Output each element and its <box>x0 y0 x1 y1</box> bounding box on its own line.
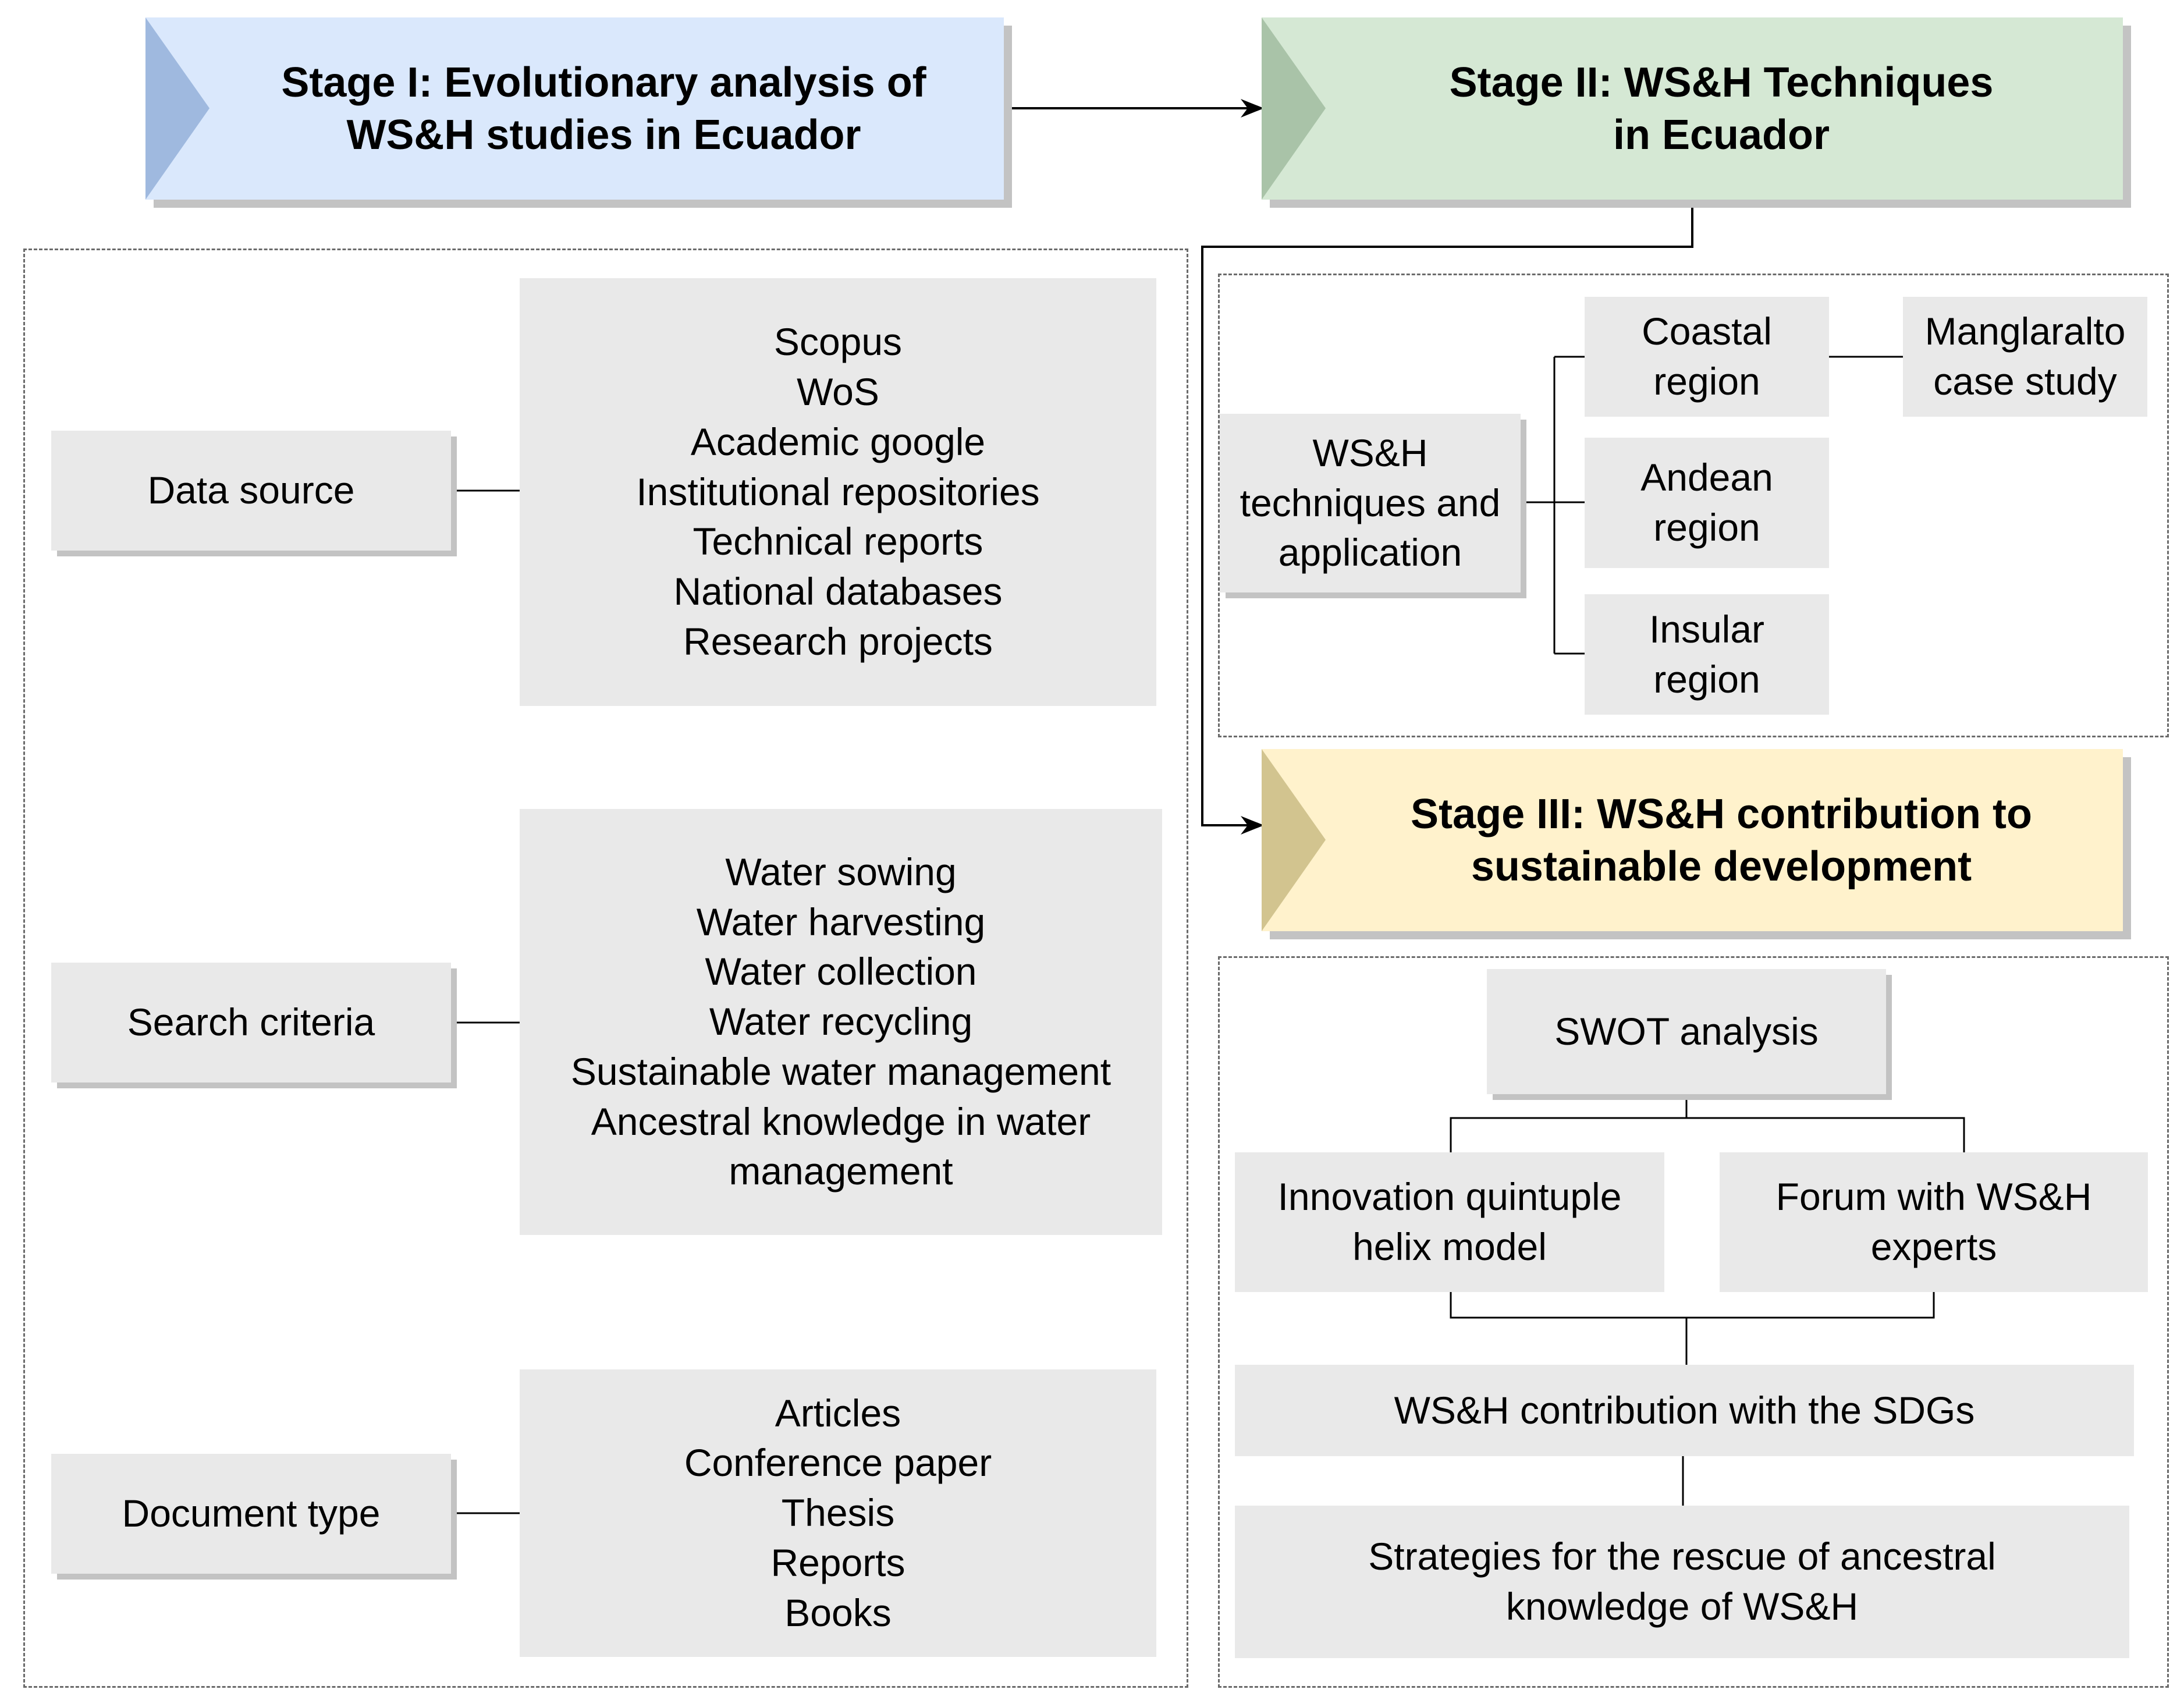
chevron-icon <box>1262 17 1326 200</box>
connector-swot-split <box>1450 1094 1688 1152</box>
document-type-label: Document type <box>51 1454 451 1574</box>
swot-analysis-box: SWOT analysis <box>1487 969 1886 1094</box>
stage3-title: Stage III: WS&H contribution to sustaina… <box>1411 790 2032 890</box>
stage3-panel <box>1218 956 2169 1688</box>
techniques-box: WS&H techniques and application <box>1220 414 1521 592</box>
arrow-stage2-to-stage3 <box>1201 202 1693 835</box>
data-source-items: Scopus WoS Academic google Institutional… <box>636 320 1040 663</box>
data-source-list: Scopus WoS Academic google Institutional… <box>520 278 1156 706</box>
connector-merge <box>1450 1292 1935 1319</box>
stage1-title: Stage I: Evolutionary analysis of WS&H s… <box>281 59 926 158</box>
data-source-label: Data source <box>51 431 451 551</box>
strategies-box: Strategies for the rescue of ancestral k… <box>1235 1506 2129 1658</box>
stage1-header: Stage I: Evolutionary analysis of WS&H s… <box>145 17 1004 200</box>
stage2-title: Stage II: WS&H Techniques in Ecuador <box>1449 59 1994 158</box>
stage2-panel <box>1218 274 2169 737</box>
connector-swot-forum <box>1686 1117 1965 1152</box>
insular-region-box: Insular region <box>1585 594 1829 715</box>
quintuple-helix-box: Innovation quintuple helix model <box>1235 1152 1664 1292</box>
chevron-icon <box>1262 749 1326 931</box>
forum-experts-box: Forum with WS&H experts <box>1720 1152 2148 1292</box>
sdgs-contribution-box: WS&H contribution with the SDGs <box>1235 1365 2134 1456</box>
stage3-header: Stage III: WS&H contribution to sustaina… <box>1262 749 2123 931</box>
search-criteria-label: Search criteria <box>51 963 451 1083</box>
coastal-region-box: Coastal region <box>1585 297 1829 417</box>
stage2-header: Stage II: WS&H Techniques in Ecuador <box>1262 17 2123 200</box>
manglaralto-box: Manglaralto case study <box>1903 297 2147 417</box>
search-criteria-items: Water sowing Water harvesting Water coll… <box>570 850 1111 1193</box>
chevron-icon <box>145 17 209 200</box>
document-type-list: Articles Conference paper Thesis Reports… <box>520 1369 1156 1657</box>
search-criteria-list: Water sowing Water harvesting Water coll… <box>520 809 1162 1235</box>
andean-region-box: Andean region <box>1585 438 1829 568</box>
document-type-items: Articles Conference paper Thesis Reports… <box>684 1391 992 1634</box>
stage1-panel <box>23 249 1188 1688</box>
